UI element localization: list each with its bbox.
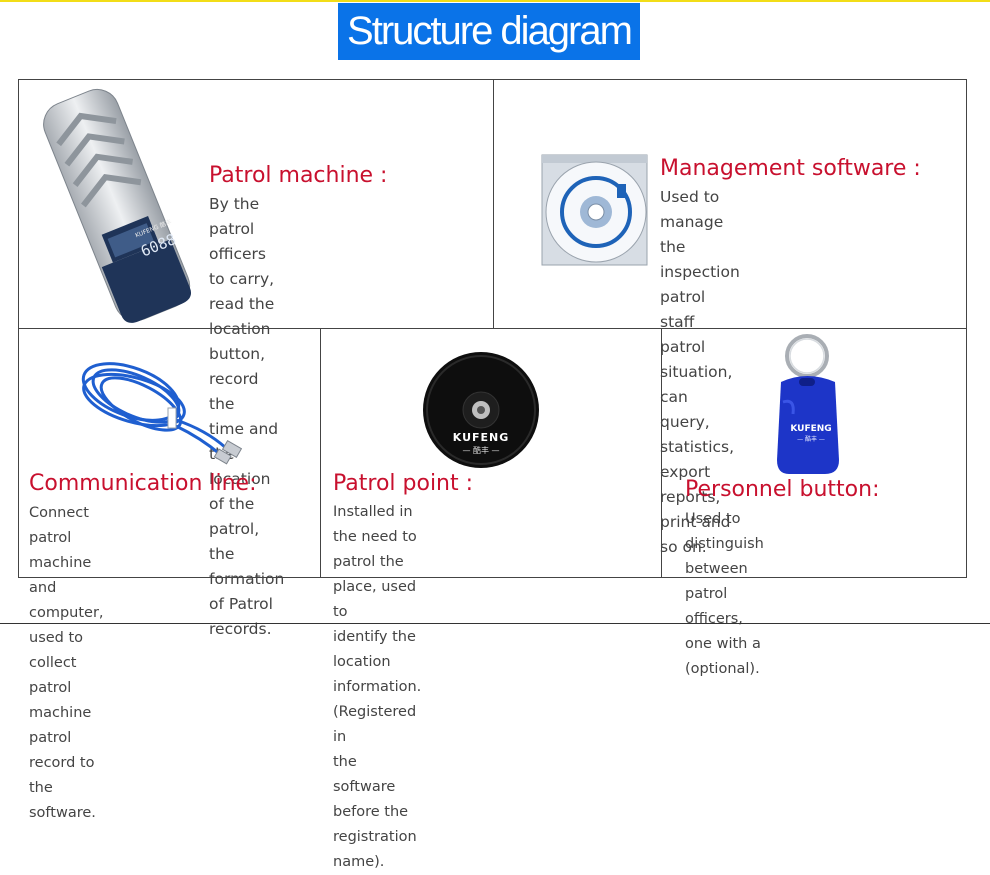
patrol-machine-heading: Patrol machine :: [209, 163, 388, 188]
divider-bottom-left: [320, 328, 321, 578]
software-cd-image: [541, 154, 648, 266]
top-rule: [0, 0, 990, 2]
management-software-description: Used to manage the inspection patrol sta…: [660, 188, 740, 556]
patrol-point-brand-cn: — 酷丰 —: [462, 445, 499, 455]
patrol-point-image: KUFENG — 酷丰 —: [423, 352, 539, 468]
divider-top: [493, 80, 494, 328]
personnel-keyfob-image: KUFENG — 酷丰 —: [777, 334, 839, 474]
keyfob-brand-cn: — 酷丰 —: [797, 435, 825, 443]
keyfob-brand: KUFENG: [790, 424, 831, 434]
patrol-point-description: Installed in the need to patrol the plac…: [333, 504, 422, 870]
patrol-point-brand: KUFENG: [453, 431, 510, 444]
bottom-rule: [0, 623, 990, 624]
patrol-machine-image: 6088 KUFENG 酷丰: [43, 88, 192, 323]
structure-grid: [18, 79, 967, 578]
page-title: Structure diagram: [338, 3, 640, 60]
communication-line-description: Connect patrol machine and computer, use…: [29, 505, 104, 821]
management-software-heading: Management software :: [660, 156, 921, 181]
communication-line-heading: Communication line:: [29, 471, 257, 496]
usb-cable-image: [81, 362, 243, 465]
personnel-button-description: Used to distinguish between patrol offic…: [685, 511, 764, 677]
divider-middle: [19, 328, 967, 329]
patrol-point-heading: Patrol point :: [333, 471, 474, 496]
personnel-button-heading: Personnel button:: [685, 477, 880, 502]
divider-bottom-right: [661, 328, 662, 578]
